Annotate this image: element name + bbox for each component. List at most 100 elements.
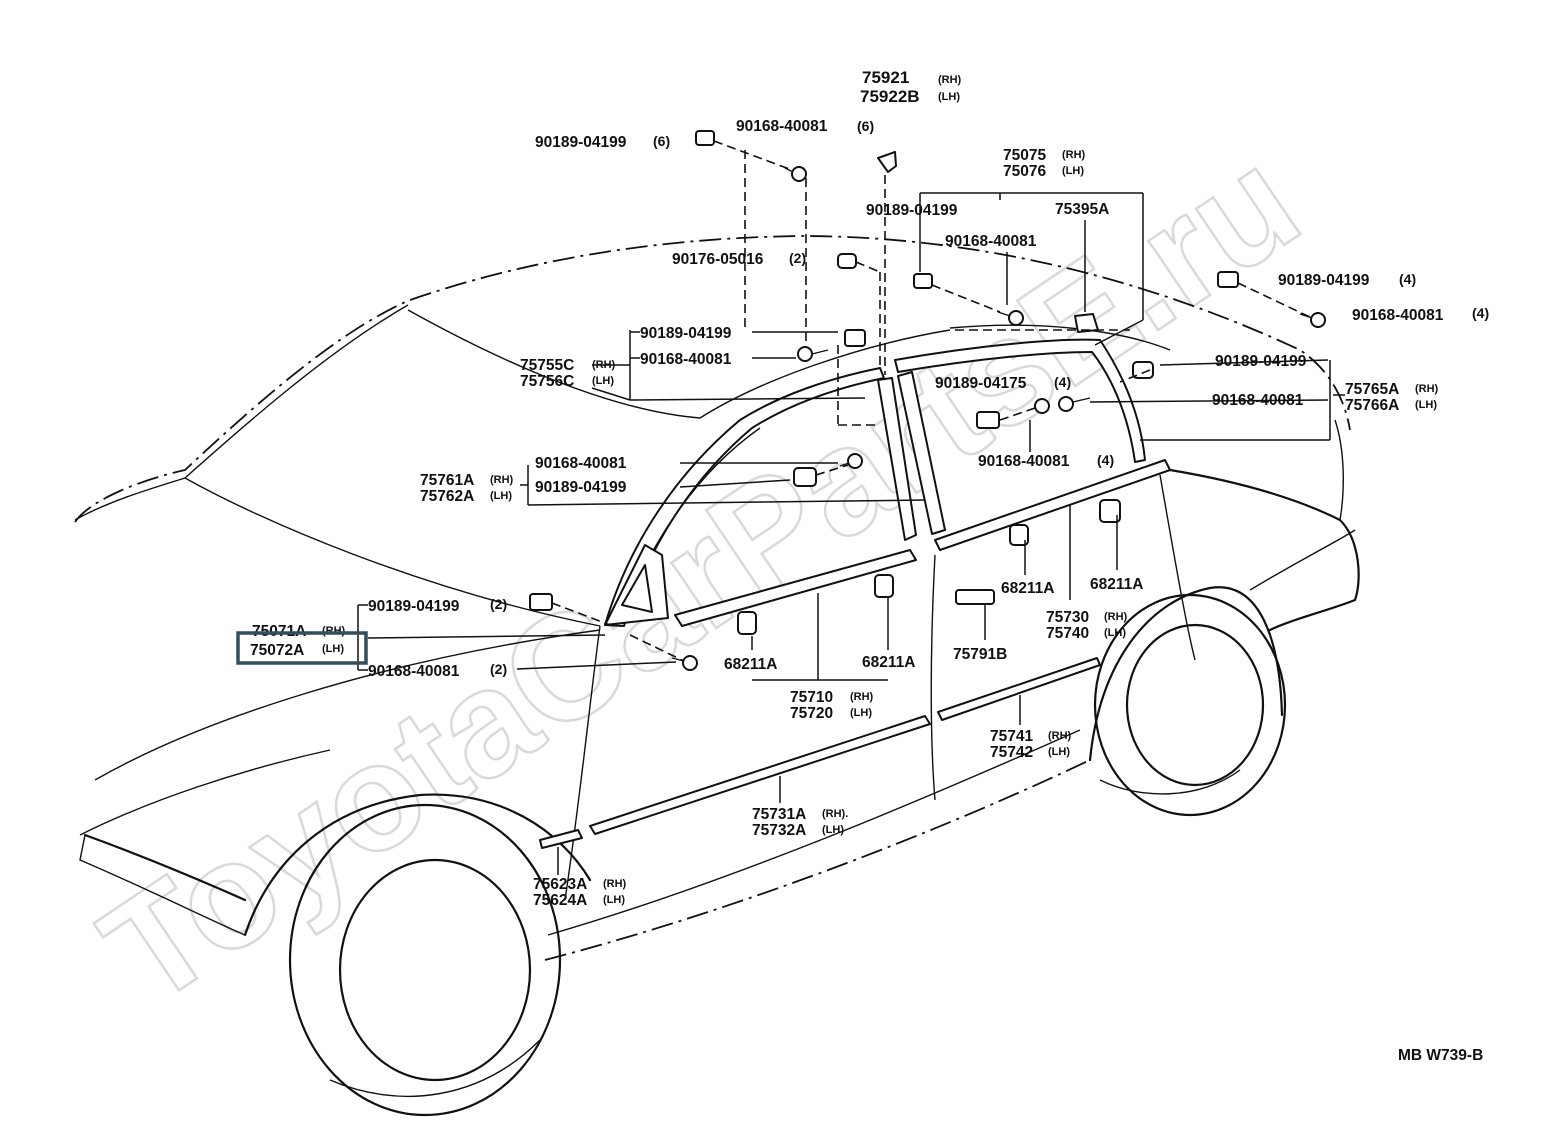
label-90168-40081: 90168-40081 — [640, 351, 732, 368]
label-90168-40081: 90168-40081 — [368, 663, 460, 680]
label-90189-04199: 90189-04199 — [1215, 353, 1307, 370]
svg-text:(4): (4) — [1472, 305, 1489, 321]
svg-text:(LH): (LH) — [592, 375, 614, 387]
label-75710: 75710 — [790, 689, 833, 706]
label-90189-04199: 90189-04199 — [640, 325, 732, 342]
label-90168-40081: 90168-40081 — [535, 455, 627, 472]
screw-icon — [797, 346, 829, 362]
svg-text:(4): (4) — [1399, 271, 1416, 287]
screw-icon — [1058, 396, 1091, 412]
part-labels: 75921 (RH) 75922B (LH) 90189-04199 (6) 9… — [236, 68, 1489, 1064]
svg-text:(RH): (RH) — [1104, 611, 1128, 623]
label-75732a: 75732A — [752, 822, 806, 839]
label-90176-05016: 90176-05016 — [672, 251, 764, 268]
screw-icon — [839, 453, 863, 469]
label-75395a: 75395A — [1055, 201, 1109, 218]
label-90168-40081: 90168-40081 — [1212, 392, 1304, 409]
svg-text:(6): (6) — [653, 133, 670, 149]
label-75742: 75742 — [990, 744, 1033, 761]
label-75740: 75740 — [1046, 625, 1089, 642]
svg-text:(RH): (RH) — [603, 878, 627, 890]
clip-icon — [976, 411, 1000, 429]
label-68211a: 68211A — [1001, 580, 1054, 597]
label-90189-04175: 90189-04175 — [935, 375, 1027, 392]
svg-text:(4): (4) — [1097, 452, 1114, 468]
car-body-outline — [74, 235, 1360, 1117]
screw-icon — [1299, 312, 1326, 328]
label-75624a: 75624A — [533, 892, 587, 909]
clip-icon — [695, 130, 715, 146]
label-75922b: 75922B — [860, 87, 920, 106]
svg-text:(LH): (LH) — [1104, 627, 1126, 639]
svg-text:(LH): (LH) — [1062, 165, 1084, 177]
clip-icon — [1009, 524, 1029, 546]
label-75072a: 75072A — [250, 642, 304, 659]
label-90189-04199: 90189-04199 — [535, 479, 627, 496]
label-75761a: 75761A — [420, 472, 474, 489]
clip-icon — [793, 467, 817, 487]
clips-and-screws — [529, 130, 1326, 671]
svg-text:(RH): (RH) — [1048, 730, 1072, 742]
screw-icon — [1034, 398, 1050, 414]
svg-text:(RH): (RH) — [1415, 383, 1439, 395]
label-90189-04199: 90189-04199 — [368, 598, 460, 615]
svg-text:(LH): (LH) — [1048, 746, 1070, 758]
clip-icon — [955, 589, 995, 605]
svg-text:(LH): (LH) — [938, 91, 960, 103]
label-75756c: 75756C — [520, 373, 574, 390]
clip-icon — [844, 329, 866, 347]
label-75762a: 75762A — [420, 488, 474, 505]
clip-icon — [837, 253, 857, 269]
label-90189-04199: 90189-04199 — [1278, 272, 1370, 289]
svg-text:(LH): (LH) — [822, 824, 844, 836]
svg-text:(LH): (LH) — [490, 490, 512, 502]
label-75731a: 75731A — [752, 806, 806, 823]
svg-text:(RH): (RH) — [592, 359, 616, 371]
label-75730: 75730 — [1046, 609, 1089, 626]
clip-icon — [1099, 499, 1121, 523]
label-90168-40081: 90168-40081 — [736, 118, 828, 135]
label-75766a: 75766A — [1345, 397, 1399, 414]
svg-text:(LH): (LH) — [322, 643, 344, 655]
label-68211a: 68211A — [862, 654, 915, 671]
svg-text:(RH): (RH) — [490, 474, 514, 486]
label-75720: 75720 — [790, 705, 833, 722]
screw-icon — [671, 655, 698, 671]
svg-text:(LH): (LH) — [603, 894, 625, 906]
label-68211a: 68211A — [724, 656, 777, 673]
clip-icon — [737, 611, 757, 635]
svg-text:(RH).: (RH). — [822, 808, 848, 820]
clip-icon — [529, 593, 553, 611]
clip-icon — [874, 574, 894, 598]
label-75755c: 75755C — [520, 357, 574, 374]
svg-text:(RH): (RH) — [1062, 149, 1086, 161]
label-75765a: 75765A — [1345, 381, 1399, 398]
svg-text:(RH): (RH) — [938, 74, 962, 86]
label-75921: 75921 — [862, 68, 909, 87]
svg-text:(2): (2) — [789, 250, 806, 266]
svg-text:(LH): (LH) — [850, 707, 872, 719]
highlighted-part-75072a[interactable]: 75072A (LH) — [236, 631, 368, 665]
label-75623a: 75623A — [533, 876, 587, 893]
svg-text:(LH): (LH) — [1415, 399, 1437, 411]
label-90189-04199: 90189-04199 — [866, 202, 958, 219]
diagram-code: MB W739-B — [1398, 1047, 1483, 1064]
label-90168-40081: 90168-40081 — [978, 453, 1070, 470]
assembly-lines — [551, 140, 1313, 662]
clip-icon — [1217, 271, 1239, 288]
label-90168-40081: 90168-40081 — [945, 233, 1037, 250]
label-75075: 75075 — [1003, 147, 1046, 164]
label-68211a: 68211A — [1090, 576, 1143, 593]
screw-icon — [784, 166, 807, 182]
svg-text:(RH): (RH) — [322, 625, 346, 637]
svg-text:(2): (2) — [490, 596, 507, 612]
label-90168-40081: 90168-40081 — [1352, 307, 1444, 324]
leader-lines — [357, 192, 1345, 875]
svg-text:(2): (2) — [490, 661, 507, 677]
label-75076: 75076 — [1003, 163, 1046, 180]
clip-icon — [913, 273, 933, 289]
label-90189-04199: 90189-04199 — [535, 134, 627, 151]
label-75791b: 75791B — [953, 646, 1007, 663]
